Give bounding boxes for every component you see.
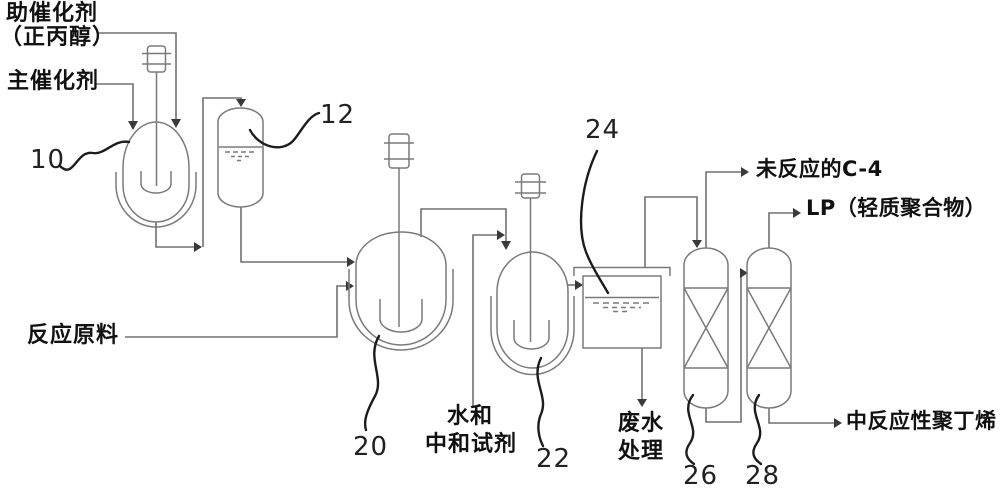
arrow-into-riser bbox=[194, 242, 202, 252]
vessel12-shell bbox=[217, 107, 264, 208]
reactor10-vessel bbox=[122, 121, 190, 223]
reactor22-motor-flanges bbox=[515, 181, 546, 194]
product-label: 中反应性聚丁烯 bbox=[846, 409, 997, 433]
column-26 bbox=[683, 247, 729, 409]
main-catalyst-label: 主催化剂 bbox=[7, 69, 100, 94]
unreacted-c4-label: 未反应的C-4 bbox=[756, 157, 883, 181]
arrow-product bbox=[834, 418, 842, 428]
arrow-water-join bbox=[497, 230, 505, 240]
main-catalyst-feed-line bbox=[95, 83, 134, 121]
cocatalyst-feed-line bbox=[98, 32, 177, 119]
equipment-number-28: 28 bbox=[745, 461, 781, 491]
arrow-light-polymer bbox=[793, 208, 801, 218]
column-28 bbox=[746, 247, 792, 409]
arrow-unreacted-c4 bbox=[741, 167, 749, 177]
arrow-into-column26 bbox=[692, 240, 702, 248]
column26-shell bbox=[683, 247, 729, 409]
arrow-into-tank24 bbox=[575, 280, 583, 290]
reactor-10 bbox=[115, 45, 197, 228]
reactor20-jacket bbox=[348, 269, 454, 351]
pointer-26 bbox=[685, 393, 696, 466]
arrow-into-neutralizer22 bbox=[501, 241, 511, 250]
reactor-20 bbox=[348, 133, 454, 351]
equipment-number-22: 22 bbox=[536, 444, 572, 474]
arrowheads bbox=[128, 99, 842, 428]
column28-bed-supports bbox=[747, 287, 791, 369]
vessel-12 bbox=[217, 107, 264, 208]
pointer-24 bbox=[579, 149, 610, 295]
riser-to-vessel12-line bbox=[202, 97, 242, 247]
reactor22-vessel bbox=[496, 251, 569, 369]
column26-bed-supports bbox=[684, 287, 728, 369]
light-polymer-label: LP（轻质聚合物） bbox=[806, 196, 987, 220]
reactor-22 bbox=[490, 173, 575, 376]
arrow-into-reactor20-lower bbox=[346, 281, 354, 291]
reaction-feed-line bbox=[125, 285, 346, 338]
reactor10-impeller bbox=[140, 171, 172, 194]
column28-overhead-line bbox=[768, 212, 793, 248]
tank-24 bbox=[573, 266, 671, 349]
reactor10-motor bbox=[146, 45, 167, 73]
column28-bottom-line bbox=[768, 408, 834, 424]
tank24-body bbox=[582, 275, 662, 349]
cocatalyst-label-line2: （正丙醇） bbox=[0, 25, 116, 50]
column26-overhead-line bbox=[705, 171, 741, 248]
wastewater-label-line2: 处理 bbox=[618, 439, 665, 464]
reaction-feed-label: 反应原料 bbox=[27, 323, 120, 348]
column28-packing-x bbox=[746, 287, 792, 369]
water-reagent-line bbox=[472, 234, 497, 406]
water-neutralizer-label-line1: 水和 bbox=[447, 404, 494, 429]
reactor10-bottom-line bbox=[155, 222, 194, 248]
pointer-22 bbox=[536, 356, 545, 448]
equipment-number-26: 26 bbox=[683, 461, 719, 491]
pointer-10 bbox=[58, 140, 131, 171]
tank24-vapor-line bbox=[644, 196, 698, 268]
reactor20-impeller bbox=[379, 299, 423, 333]
pointer-28 bbox=[752, 393, 763, 466]
pointers bbox=[58, 111, 763, 466]
reactor20-motor-flanges bbox=[384, 142, 414, 160]
wastewater-label-line1: 废水 bbox=[618, 411, 665, 436]
reactor20-overhead-line bbox=[420, 208, 507, 241]
reactor22-jacket bbox=[490, 296, 575, 376]
reactor22-motor bbox=[520, 173, 541, 199]
equipment-number-10: 10 bbox=[30, 145, 66, 175]
arrow-into-reactor20-upper bbox=[347, 257, 355, 267]
pointer-12 bbox=[248, 111, 321, 149]
pointer-20 bbox=[363, 334, 381, 432]
reactor20-vessel bbox=[355, 231, 447, 346]
tank24-rim bbox=[573, 266, 671, 276]
reactor10-motor-flanges bbox=[142, 52, 171, 65]
vessel12-outlet-line bbox=[240, 207, 347, 263]
cocatalyst-label-line1: 助催化剂 bbox=[6, 1, 99, 26]
arrow-into-reactor10-left bbox=[128, 121, 138, 130]
equipment-number-20: 20 bbox=[353, 432, 389, 462]
equipment-number-24: 24 bbox=[585, 115, 621, 145]
arrow-into-reactor10-right bbox=[171, 119, 181, 128]
reactor10-jacket bbox=[115, 172, 197, 228]
reactor22-impeller bbox=[513, 320, 550, 350]
arrow-into-column28 bbox=[740, 268, 748, 278]
water-neutralizer-label-line2: 中和试剂 bbox=[425, 432, 518, 457]
equipment bbox=[115, 45, 792, 409]
pipes bbox=[95, 32, 834, 424]
equipment-number-12: 12 bbox=[320, 100, 356, 130]
arrow-into-vessel12 bbox=[236, 99, 246, 107]
column26-packing-x bbox=[683, 287, 729, 369]
arrow-wastewater bbox=[637, 399, 647, 407]
reactor20-motor bbox=[388, 133, 410, 169]
